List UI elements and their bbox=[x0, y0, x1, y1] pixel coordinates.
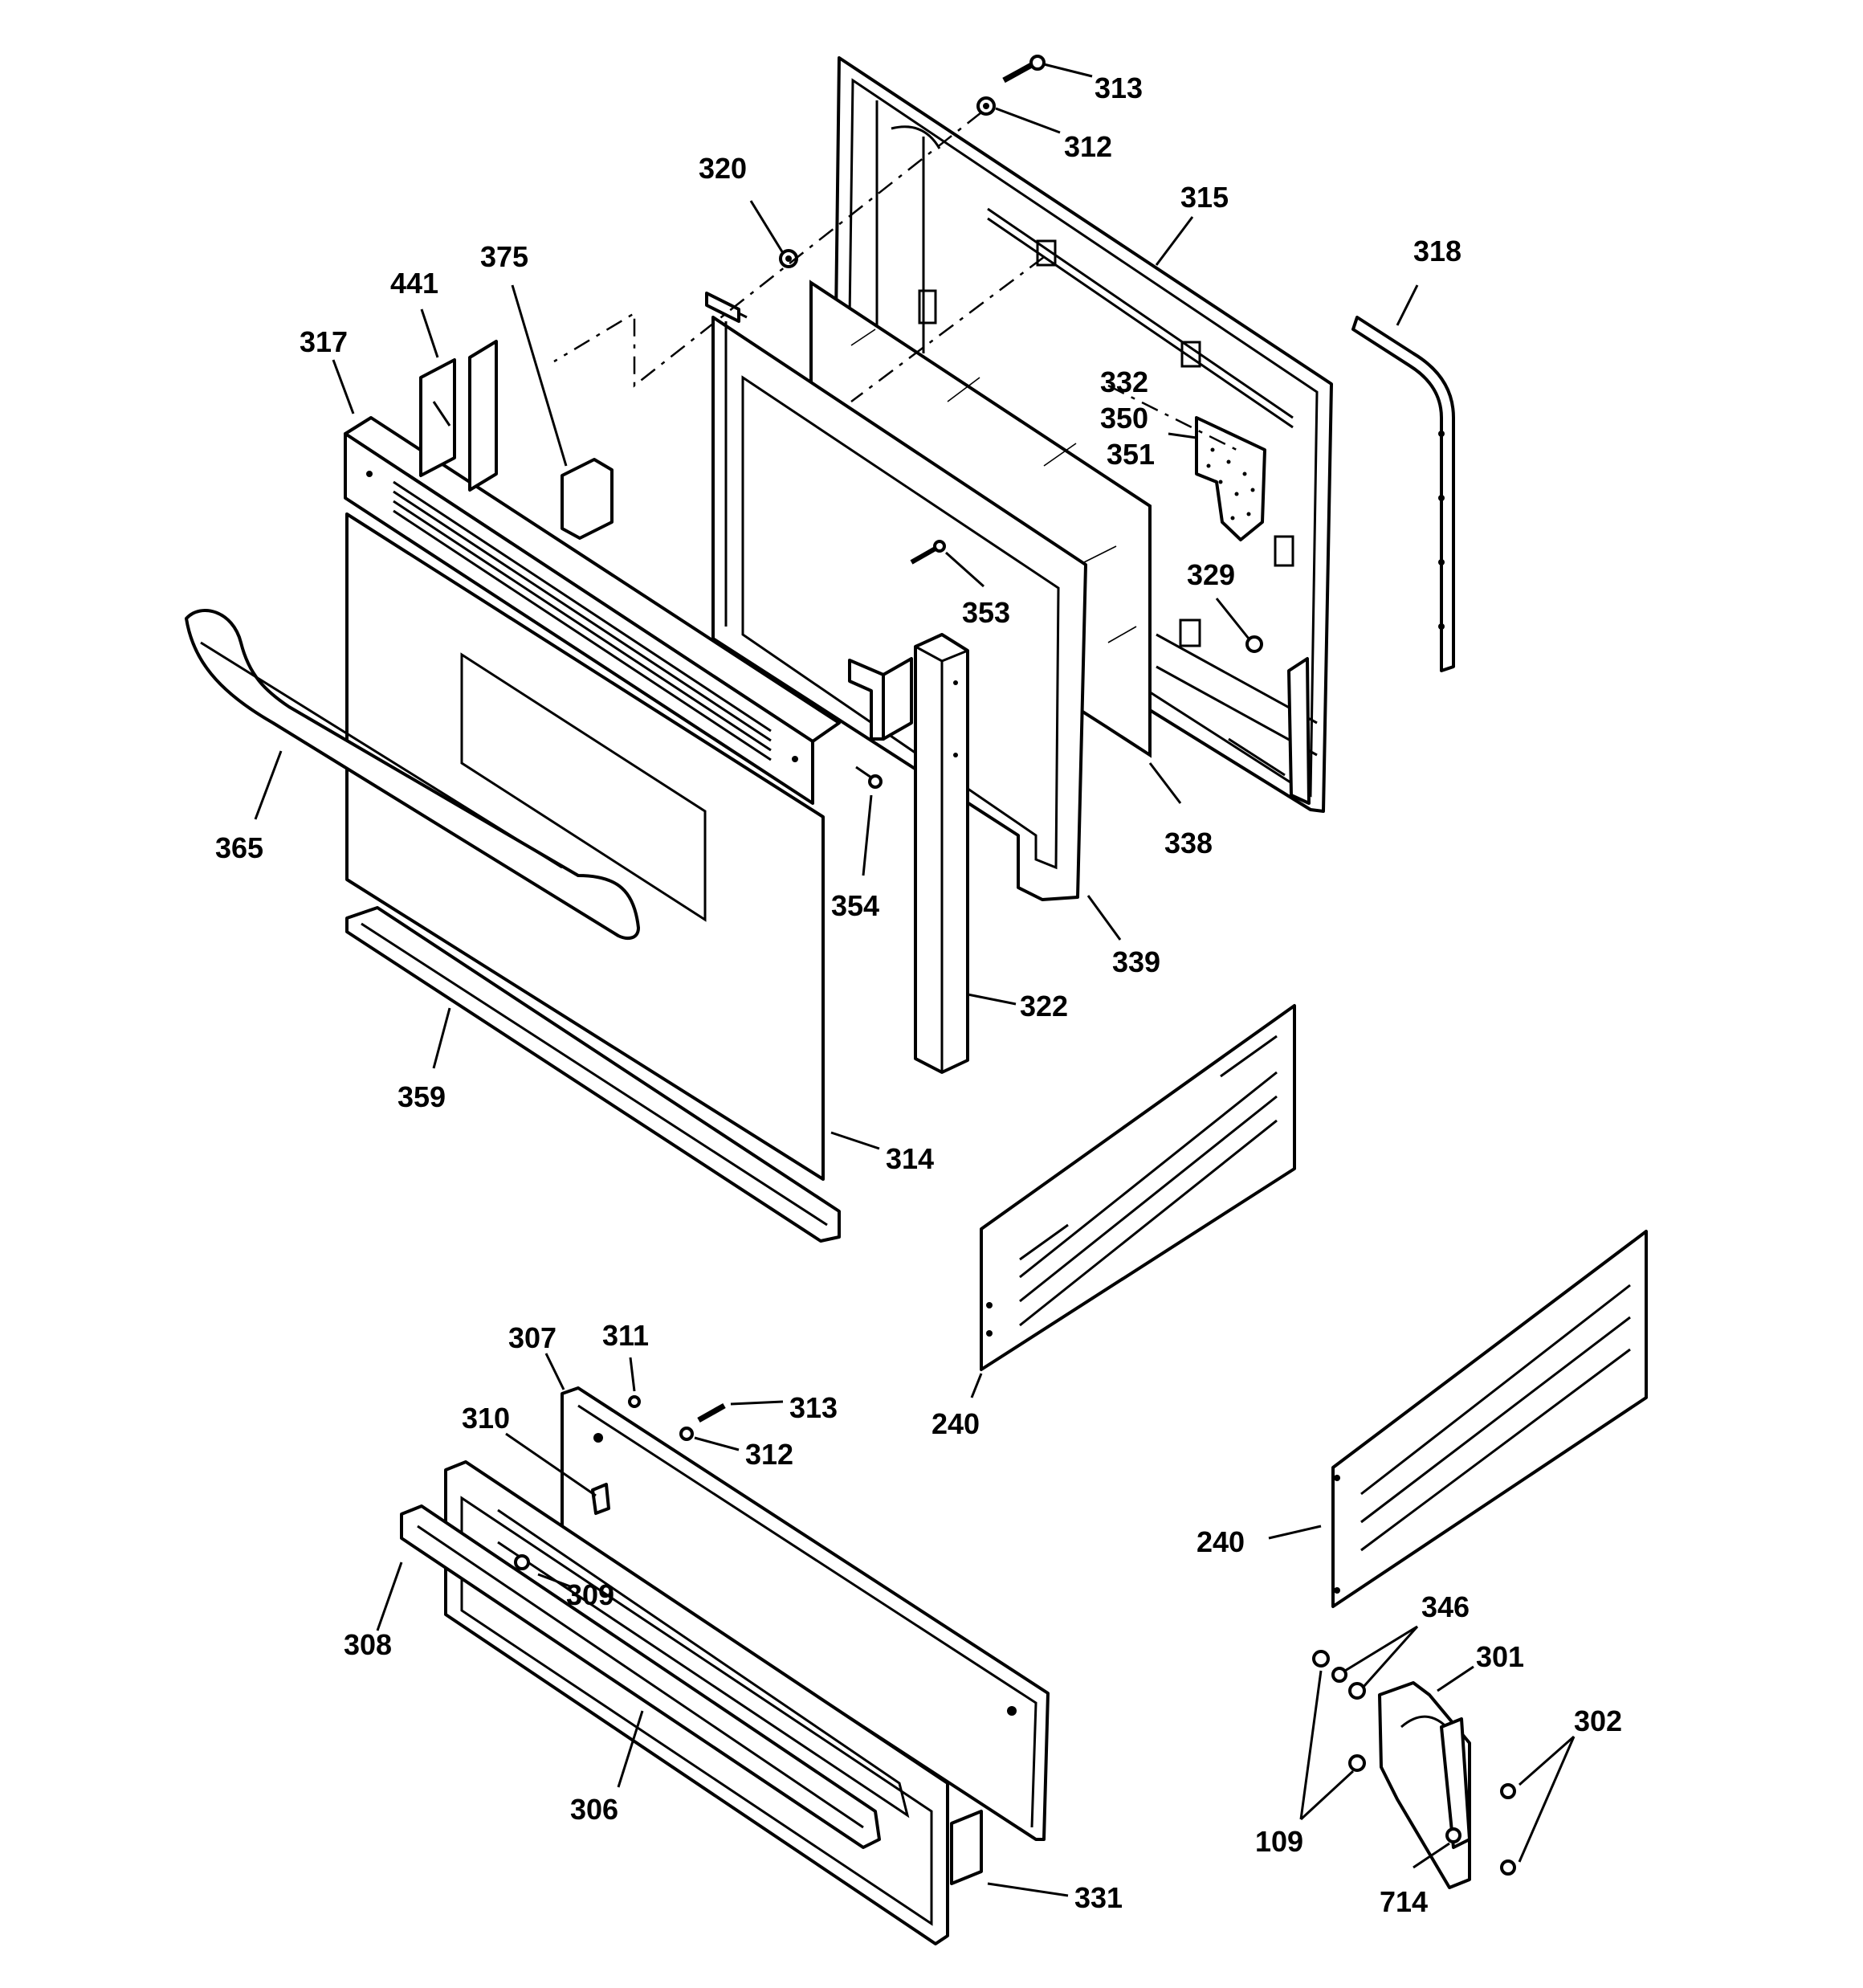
part-375-clip bbox=[561, 458, 614, 540]
callout-338: 338 bbox=[1164, 827, 1213, 859]
callout-309: 309 bbox=[566, 1578, 614, 1611]
part-331-drawer-glide bbox=[950, 1810, 983, 1885]
centerlines bbox=[553, 112, 1237, 451]
part-332-insulation bbox=[1195, 416, 1266, 541]
callout-310: 310 bbox=[462, 1402, 510, 1435]
part-339-door-frame bbox=[705, 292, 1087, 901]
callout-315: 315 bbox=[1180, 181, 1229, 214]
callout-308: 308 bbox=[344, 1628, 392, 1661]
callout-375: 375 bbox=[480, 240, 528, 273]
callout-311: 311 bbox=[602, 1319, 649, 1352]
callout-339: 339 bbox=[1112, 945, 1160, 978]
part-318-gasket bbox=[1351, 316, 1455, 672]
part-315-door-inner-panel bbox=[832, 56, 1333, 813]
callout-313-drawer: 313 bbox=[789, 1391, 838, 1424]
callout-312-drawer: 312 bbox=[745, 1438, 793, 1471]
callout-331: 331 bbox=[1074, 1881, 1123, 1914]
callout-318: 318 bbox=[1413, 235, 1461, 267]
part-313-312-320-329-hardware bbox=[779, 55, 1263, 653]
callout-322: 322 bbox=[1020, 990, 1068, 1023]
part-317-vent-trim bbox=[344, 416, 841, 805]
callout-314: 314 bbox=[886, 1142, 934, 1175]
callout-353: 353 bbox=[962, 596, 1010, 629]
callout-302: 302 bbox=[1574, 1704, 1622, 1737]
part-353-screw bbox=[910, 540, 946, 565]
part-322-side-trim bbox=[914, 633, 969, 1074]
callout-359: 359 bbox=[397, 1080, 446, 1113]
callout-labels: 313 312 320 315 318 441 375 317 332 350 … bbox=[215, 71, 1622, 1918]
part-308-drawer-handle bbox=[400, 1504, 881, 1849]
part-301-714-hinge-assembly bbox=[1312, 1650, 1516, 1889]
callout-350: 350 bbox=[1100, 402, 1148, 435]
callout-312: 312 bbox=[1064, 130, 1112, 163]
callout-306: 306 bbox=[570, 1793, 618, 1826]
callout-307: 307 bbox=[508, 1321, 556, 1354]
part-354-hinge-bracket bbox=[848, 657, 913, 789]
part-441-hinge-bracket bbox=[419, 340, 498, 492]
callout-354: 354 bbox=[831, 889, 879, 922]
callout-714: 714 bbox=[1380, 1885, 1428, 1918]
part-240-side-panel-lower bbox=[1331, 1230, 1648, 1608]
callout-441: 441 bbox=[390, 267, 438, 300]
callout-317: 317 bbox=[300, 325, 348, 358]
part-365-door-handle bbox=[185, 609, 640, 940]
callout-320: 320 bbox=[699, 152, 747, 185]
callout-240-upper: 240 bbox=[932, 1407, 980, 1440]
callout-332: 332 bbox=[1100, 365, 1148, 398]
callout-351: 351 bbox=[1107, 438, 1155, 471]
callout-240-lower: 240 bbox=[1196, 1525, 1245, 1558]
callout-329: 329 bbox=[1187, 558, 1235, 591]
callout-313: 313 bbox=[1095, 71, 1143, 104]
callout-301: 301 bbox=[1476, 1640, 1524, 1673]
callout-109: 109 bbox=[1255, 1825, 1303, 1858]
part-309-310-311-drawer-hardware bbox=[514, 1395, 726, 1570]
leader-lines bbox=[254, 63, 1576, 1897]
callout-346: 346 bbox=[1421, 1590, 1470, 1623]
callout-365: 365 bbox=[215, 831, 263, 864]
part-240-side-panel-upper bbox=[980, 1004, 1296, 1371]
part-359-bottom-rail bbox=[345, 906, 841, 1243]
